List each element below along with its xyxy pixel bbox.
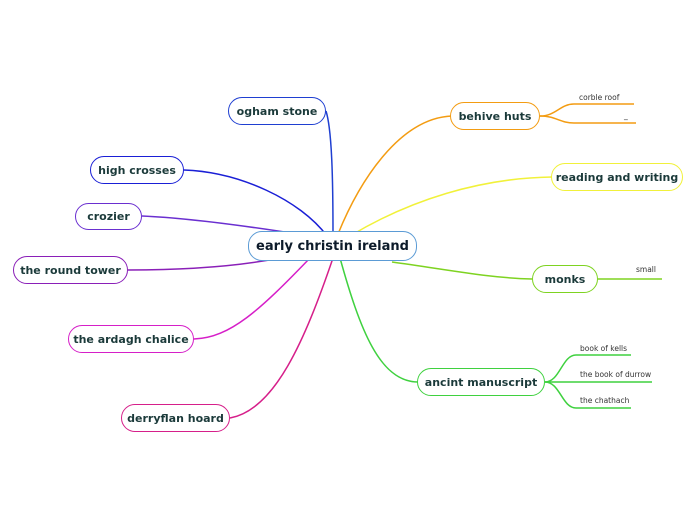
- topic-monks[interactable]: monks: [532, 265, 598, 293]
- topic-ancint-manuscript[interactable]: ancint manuscript: [417, 368, 545, 396]
- topic-label: crozier: [87, 210, 130, 223]
- topic-label: behive huts: [458, 109, 532, 123]
- subtopic-book-of-kells[interactable]: book of kells: [580, 344, 628, 353]
- subtopic-small[interactable]: small: [636, 265, 656, 274]
- central-topic-label: early christin ireland: [256, 238, 409, 254]
- topic-crozier[interactable]: crozier: [75, 203, 142, 230]
- connector-ancint-manuscript: [339, 257, 419, 383]
- connector-the-chathach: [544, 381, 631, 409]
- topic-the-round-tower[interactable]: the round tower: [13, 256, 128, 284]
- topic-label: ancint manuscript: [424, 375, 538, 389]
- connector-high-crosses: [183, 169, 328, 237]
- connector-reading-and-writing: [349, 176, 553, 237]
- central-topic[interactable]: early christin ireland: [248, 231, 417, 261]
- subtopic-the-book-of-durrow[interactable]: the book of durrow: [580, 370, 652, 379]
- connector-corble-roof: [539, 103, 634, 117]
- topic-label: the round tower: [20, 263, 121, 277]
- connector-the-round-tower: [127, 257, 281, 271]
- topic-label: the ardagh chalice: [73, 332, 189, 346]
- topic-high-crosses[interactable]: high crosses: [90, 156, 184, 184]
- connector-derryflan-hoard: [229, 257, 334, 419]
- connector-underscore: [539, 115, 636, 124]
- subtopic-the-chathach[interactable]: the chathach: [580, 396, 630, 405]
- topic-reading-and-writing[interactable]: reading and writing: [551, 163, 683, 191]
- connector-monks: [391, 261, 533, 280]
- connector-the-ardagh-chalice: [193, 257, 311, 340]
- topic-label: ogham stone: [236, 104, 318, 118]
- topic-label: monks: [544, 272, 586, 286]
- topic-ogham-stone[interactable]: ogham stone: [228, 97, 326, 125]
- subtopic-corble-roof[interactable]: corble roof: [579, 93, 620, 102]
- connector-book-of-kells: [544, 354, 631, 383]
- topic-behive-huts[interactable]: behive huts: [450, 102, 540, 130]
- topic-label: high crosses: [98, 163, 176, 177]
- topic-label: reading and writing: [555, 170, 679, 184]
- connector-behive-huts: [337, 115, 453, 235]
- connector-ogham-stone: [325, 110, 334, 237]
- topic-derryflan-hoard[interactable]: derryflan hoard: [121, 404, 230, 432]
- topic-the-ardagh-chalice[interactable]: the ardagh chalice: [68, 325, 194, 353]
- topic-label: derryflan hoard: [127, 411, 224, 425]
- subtopic-underscore[interactable]: _: [624, 111, 628, 120]
